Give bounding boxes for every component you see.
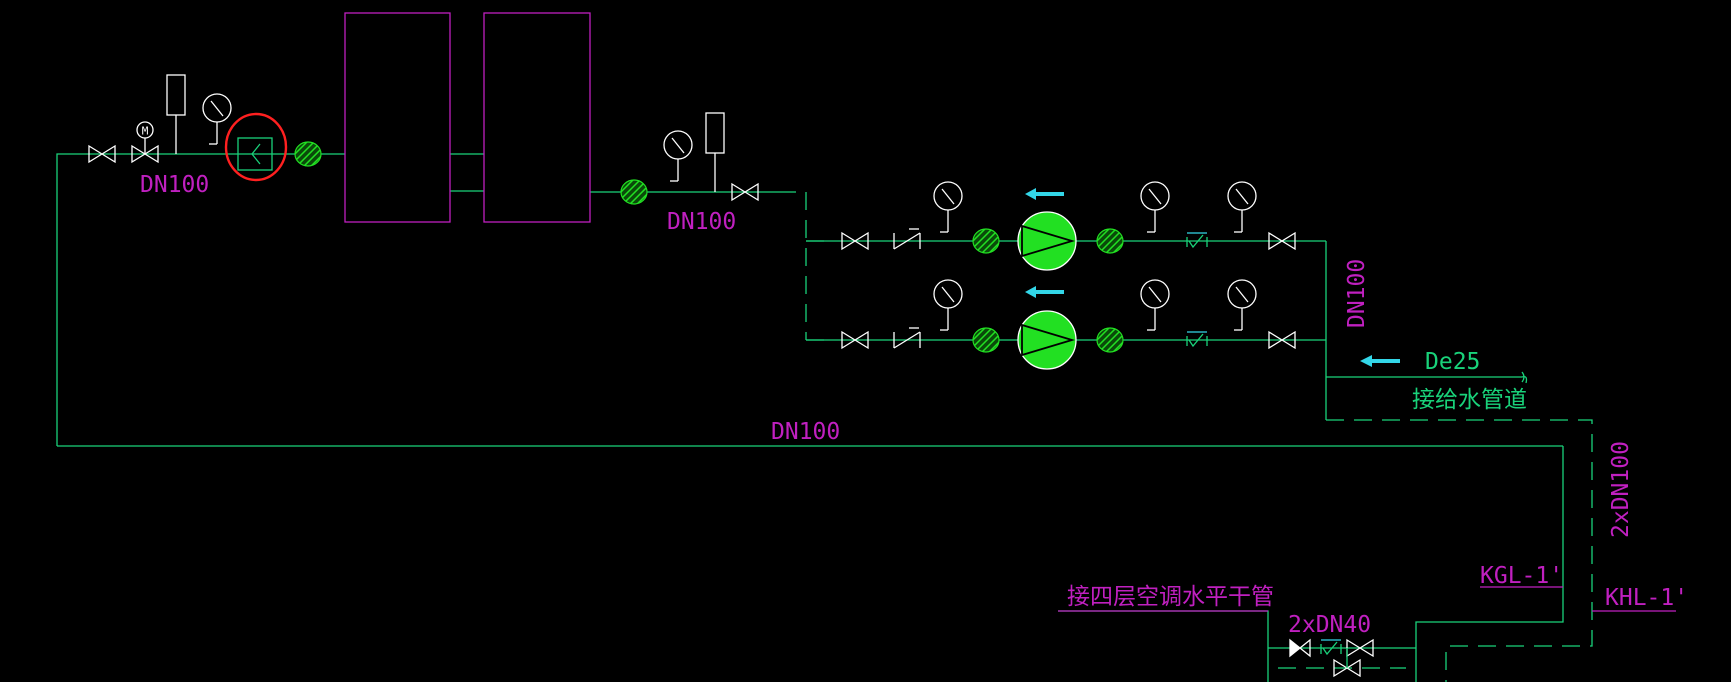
label-2xdn100: 2xDN100 — [1608, 441, 1634, 538]
check-valve-2[interactable] — [893, 327, 921, 349]
flex-joint-6 — [1096, 327, 1124, 353]
label-dn100-bottom: DN100 — [771, 419, 840, 445]
pressure-gauge-4[interactable] — [1140, 181, 1170, 233]
flex-joint-1 — [294, 141, 322, 167]
pressure-gauge-3[interactable] — [933, 181, 963, 233]
pipework — [56, 153, 1593, 682]
check-valve-1[interactable] — [893, 228, 921, 250]
balance-valve[interactable] — [1289, 638, 1311, 658]
flex-joint-2 — [620, 179, 648, 205]
label-floor-main: 接四层空调水平干管 — [1067, 584, 1274, 610]
bottom-valves — [1289, 638, 1374, 677]
thermometer-2[interactable] — [705, 112, 725, 192]
flow-arrow-1 — [1025, 188, 1064, 200]
highlight-circle — [224, 112, 288, 182]
flex-joint-4 — [1096, 228, 1124, 254]
pressure-gauge-5[interactable] — [1227, 181, 1257, 233]
label-2xdn40: 2xDN40 — [1288, 612, 1371, 638]
small-check-3[interactable] — [1320, 639, 1342, 655]
label-de25: De25 — [1425, 349, 1480, 375]
pressure-gauge-6[interactable] — [933, 279, 963, 331]
motor-letter: M — [142, 125, 149, 138]
flex-joint-3 — [972, 228, 1000, 254]
flow-arrow-2 — [1025, 286, 1064, 298]
label-dn100-vertical: DN100 — [1344, 259, 1370, 328]
label-supply-pipe: 接给水管道 — [1412, 387, 1527, 413]
pressure-gauge-2[interactable] — [663, 130, 693, 182]
pump-1[interactable] — [1017, 211, 1077, 271]
strainer[interactable] — [237, 137, 273, 171]
pressure-gauge-8[interactable] — [1227, 279, 1257, 331]
label-dn100-left: DN100 — [140, 172, 209, 198]
label-khl: KHL-1' — [1605, 585, 1688, 611]
pump-2[interactable] — [1017, 310, 1077, 370]
pressure-gauge-7[interactable] — [1140, 279, 1170, 331]
pump-row-1 — [841, 181, 1296, 271]
motorized-valve[interactable]: M — [131, 121, 159, 163]
flow-arrow-3 — [1360, 355, 1400, 367]
tank-2[interactable] — [483, 12, 591, 223]
small-check-1[interactable] — [1186, 232, 1208, 248]
small-check-2[interactable] — [1186, 331, 1208, 347]
pump-row-2 — [841, 279, 1296, 370]
label-dn100-mid: DN100 — [667, 209, 736, 235]
thermometer-1[interactable] — [166, 74, 186, 154]
tank-1[interactable] — [344, 12, 451, 223]
label-kgl: KGL-1' — [1480, 563, 1563, 589]
flex-joint-5 — [972, 327, 1000, 353]
